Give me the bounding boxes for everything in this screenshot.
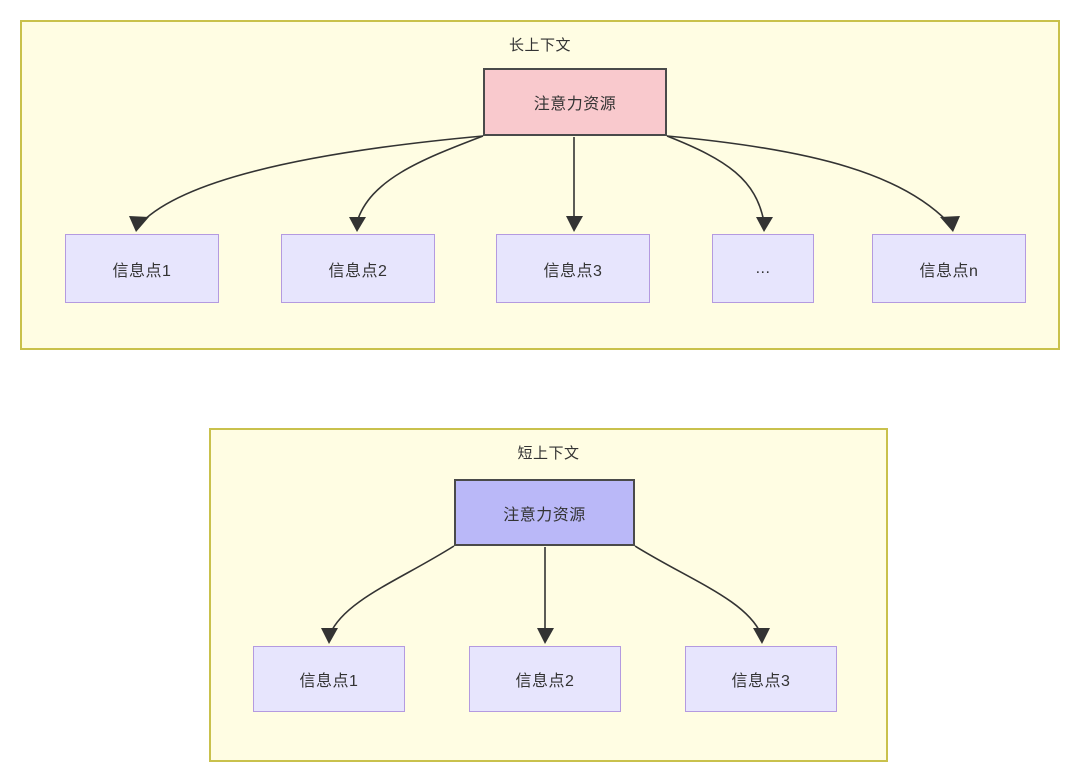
- node-long-attention-resource[interactable]: 注意力资源: [483, 68, 667, 136]
- node-label: 信息点n: [919, 262, 979, 280]
- edge-short-2: [634, 545, 770, 644]
- panel-short-context-title: 短上下文: [517, 445, 580, 462]
- arrow-head-icon: [321, 628, 338, 644]
- panel-long-context-title: 长上下文: [508, 37, 571, 54]
- arrow-head-icon: [940, 216, 960, 232]
- node-label: 信息点1: [299, 673, 359, 690]
- node-label: 注意力资源: [533, 96, 617, 113]
- edge-long-4: [666, 135, 960, 232]
- arrow-head-icon: [753, 628, 770, 644]
- arrow-head-icon: [349, 217, 366, 232]
- node-short-info-3[interactable]: 信息点3: [685, 646, 837, 712]
- arrow-head-icon: [566, 216, 583, 232]
- node-long-info-n[interactable]: 信息点n: [872, 234, 1026, 303]
- arrow-head-icon: [537, 628, 554, 644]
- node-long-info-3[interactable]: 信息点3: [496, 234, 650, 303]
- node-label: 信息点3: [731, 673, 791, 690]
- node-label: ...: [755, 259, 771, 277]
- node-label: 信息点2: [328, 262, 388, 280]
- arrow-head-icon: [756, 217, 773, 232]
- arrow-head-icon: [129, 216, 149, 232]
- edge-long-3: [666, 135, 773, 232]
- edge-short-1: [537, 547, 554, 644]
- node-label: 信息点1: [112, 262, 172, 280]
- node-label: 信息点3: [543, 262, 603, 280]
- node-label: 注意力资源: [503, 506, 586, 524]
- edge-long-1: [349, 135, 484, 232]
- node-short-attention-resource[interactable]: 注意力资源: [454, 479, 635, 546]
- edge-long-2: [566, 137, 583, 232]
- node-short-info-1[interactable]: 信息点1: [253, 646, 405, 712]
- node-long-info-1[interactable]: 信息点1: [65, 234, 219, 303]
- node-long-info-ellipsis[interactable]: ...: [712, 234, 814, 303]
- node-label: 信息点2: [515, 673, 575, 690]
- node-long-info-2[interactable]: 信息点2: [281, 234, 435, 303]
- edge-long-0: [129, 135, 484, 232]
- node-short-info-2[interactable]: 信息点2: [469, 646, 621, 712]
- edge-short-0: [321, 545, 455, 644]
